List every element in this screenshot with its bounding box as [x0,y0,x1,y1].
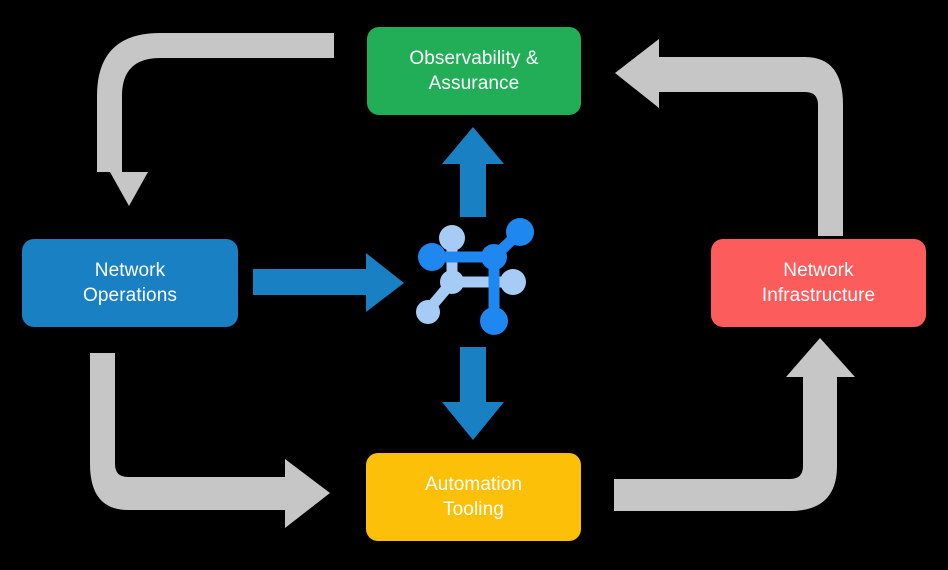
arrow-automation-to-infrastructure [614,338,855,511]
node-box-automation[interactable]: Automation Tooling [366,453,581,541]
node-box-observability[interactable]: Observability & Assurance [367,27,581,115]
arrow-infrastructure-to-observability [615,39,843,236]
node-box-infrastructure[interactable]: Network Infrastructure [711,239,926,327]
arrow-operations-to-automation [90,353,330,528]
arrow-center-to-observability [442,127,504,217]
arrow-center-to-automation [442,347,504,440]
topology-primary-nodes [418,218,534,335]
arrow-observability-to-operations [97,33,334,206]
topology-secondary-nodes [416,225,526,324]
node-box-operations[interactable]: Network Operations [22,239,238,327]
arrow-operations-to-center [253,253,404,312]
network-topology-icon [416,216,540,340]
